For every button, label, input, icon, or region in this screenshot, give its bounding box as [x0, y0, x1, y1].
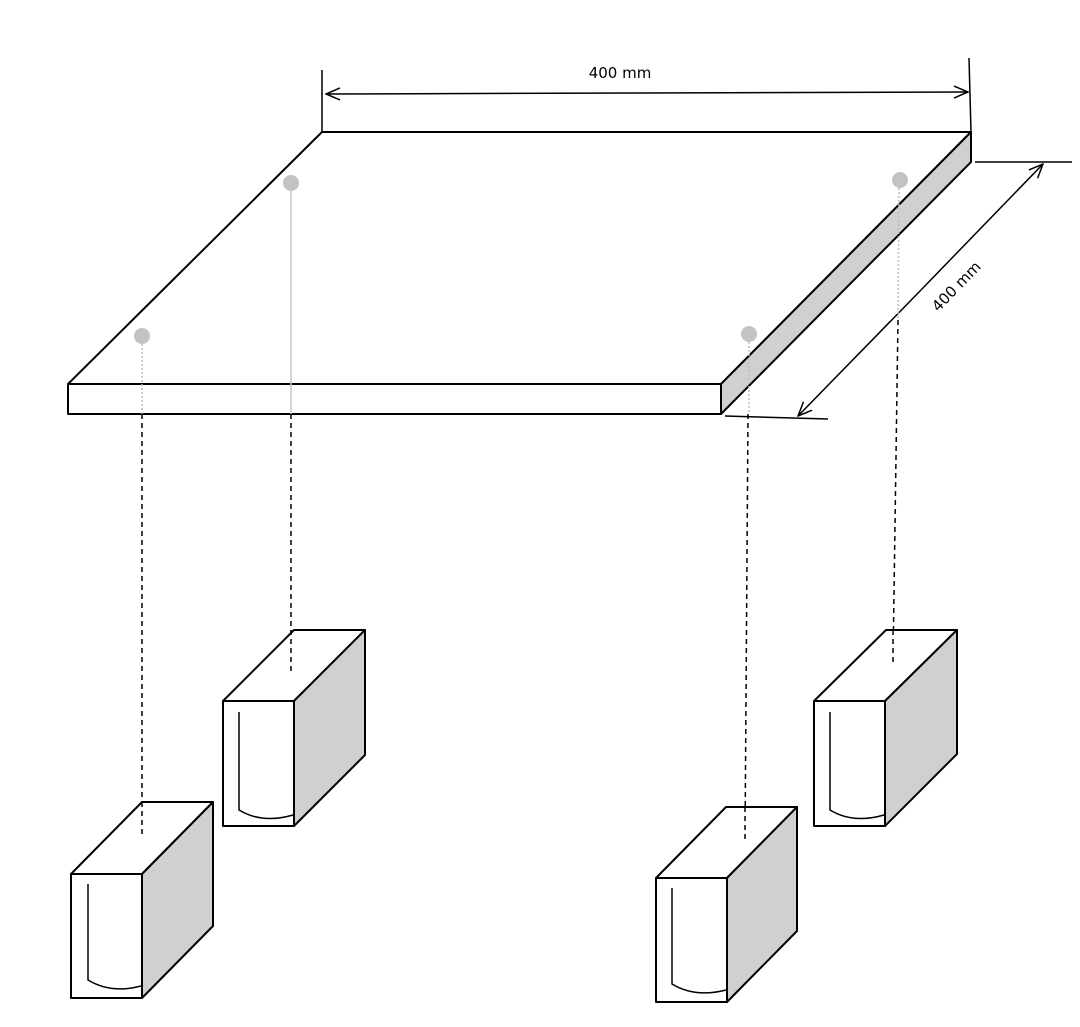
block-slot — [87, 884, 142, 990]
support-block-front-right — [655, 806, 798, 1003]
block-slot — [829, 712, 885, 820]
block-front-face — [70, 873, 143, 999]
depth-dimension-line — [920, 164, 1043, 291]
plate-top-face — [67, 131, 972, 385]
plate-front-face — [67, 383, 722, 415]
support-block-back-right — [813, 629, 958, 827]
square-plate — [67, 131, 972, 415]
depth-label: 400 mm — [928, 258, 984, 316]
width-extension-right — [968, 57, 972, 133]
width-dimension-line — [326, 93, 646, 94]
pin-back-right — [892, 172, 908, 188]
pin-front-right — [741, 326, 757, 342]
plate-side-face — [720, 131, 972, 415]
pin-front-left — [134, 328, 150, 344]
width-label: 400 mm — [589, 64, 652, 82]
pin-back-left — [283, 175, 299, 191]
width-dimension: 400 mm — [321, 57, 972, 133]
support-block-back-left — [222, 629, 366, 827]
block-front-face — [813, 700, 886, 827]
block-slot — [238, 712, 294, 820]
depth-dimension-line — [798, 289, 922, 416]
guide-line-front-right — [744, 413, 749, 843]
block-slot — [671, 888, 727, 994]
guide-line-back-right — [892, 319, 899, 663]
width-dimension-line — [644, 92, 968, 93]
support-block-front-left — [70, 801, 214, 999]
block-front-face — [655, 877, 728, 1003]
depth-extension-bottom — [724, 415, 829, 420]
block-front-face — [222, 700, 295, 827]
